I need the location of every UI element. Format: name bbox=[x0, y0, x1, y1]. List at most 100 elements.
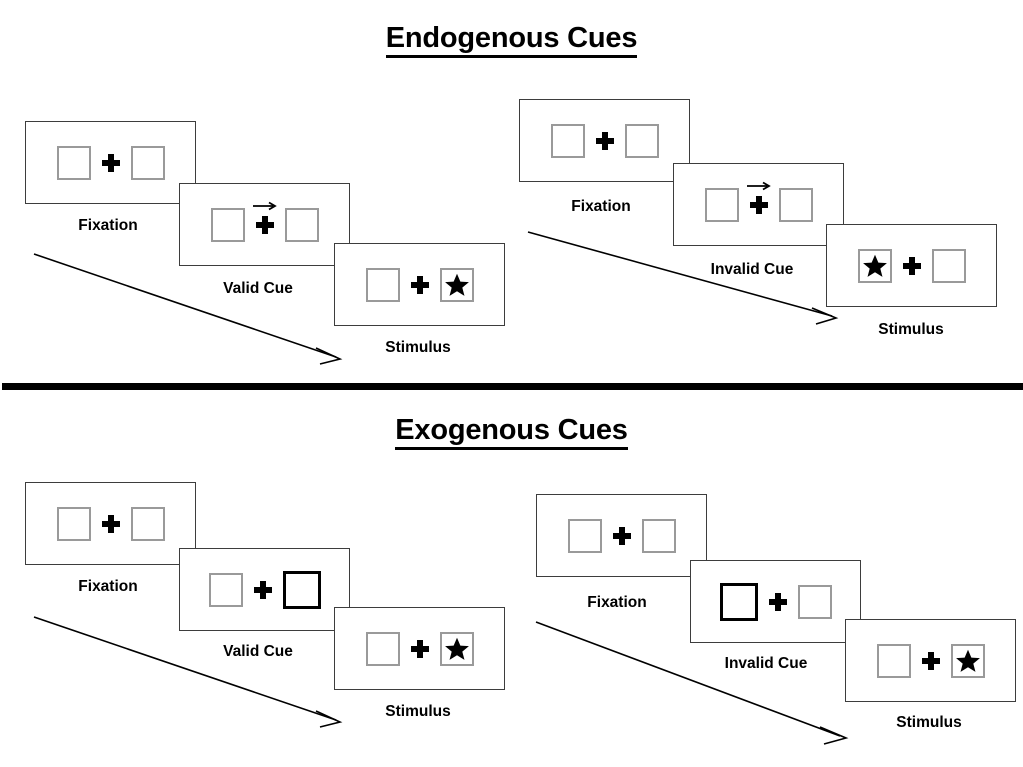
stimulus-row bbox=[719, 582, 832, 622]
stimulus-row bbox=[704, 181, 813, 225]
plus-icon bbox=[749, 195, 768, 214]
fixation-cross bbox=[243, 570, 283, 610]
right-placeholder-square bbox=[130, 145, 165, 180]
stimulus-row bbox=[208, 570, 321, 610]
panel-label-endo-invalid-fixation: Fixation bbox=[571, 198, 631, 215]
plus-icon bbox=[410, 275, 429, 294]
fixation-cross bbox=[911, 641, 951, 681]
plus-icon bbox=[410, 639, 429, 658]
plus-icon bbox=[902, 256, 921, 275]
panel-content bbox=[180, 184, 349, 265]
panel-label-exo-valid-fixation: Fixation bbox=[78, 578, 138, 595]
fixation-cross bbox=[91, 504, 131, 544]
panel-label-exo-invalid-stimulus: Stimulus bbox=[896, 714, 962, 731]
panel-content bbox=[846, 620, 1015, 701]
panel-exo-valid-stimulus[interactable] bbox=[334, 607, 505, 690]
stimulus-row bbox=[876, 641, 985, 681]
right-target-square bbox=[950, 643, 985, 678]
stimulus-row bbox=[365, 629, 474, 669]
section-title-endogenous: Endogenous Cues bbox=[0, 22, 1023, 58]
section-title-endogenous-text: Endogenous Cues bbox=[385, 22, 637, 58]
panel-label-endo-invalid-stimulus: Stimulus bbox=[878, 321, 944, 338]
stimulus-row bbox=[550, 121, 659, 161]
right-placeholder-square bbox=[130, 506, 165, 541]
left-placeholder-square bbox=[567, 518, 602, 553]
panel-label-endo-invalid-cue: Invalid Cue bbox=[710, 261, 794, 278]
panel-content bbox=[691, 561, 860, 642]
right-placeholder-square bbox=[284, 207, 319, 242]
fixation-cross bbox=[602, 516, 642, 556]
left-placeholder-square bbox=[876, 643, 911, 678]
stimulus-row bbox=[857, 246, 966, 286]
panel-endo-valid-cue[interactable] bbox=[179, 183, 350, 266]
left-placeholder-square bbox=[704, 187, 739, 222]
panel-label-exo-invalid-cue: Invalid Cue bbox=[724, 655, 808, 672]
stimulus-row bbox=[56, 143, 165, 183]
fixation-cross bbox=[245, 201, 285, 245]
panel-exo-invalid-fixation[interactable] bbox=[536, 494, 707, 577]
left-placeholder-square bbox=[210, 207, 245, 242]
panel-endo-invalid-stimulus[interactable] bbox=[826, 224, 997, 307]
section-divider bbox=[2, 383, 1023, 390]
fixation-cross bbox=[739, 181, 779, 225]
right-target-square bbox=[439, 267, 474, 302]
panel-content bbox=[180, 549, 349, 630]
stimulus-row bbox=[567, 516, 676, 556]
panel-content bbox=[26, 122, 195, 203]
panel-exo-valid-fixation[interactable] bbox=[25, 482, 196, 565]
panel-endo-valid-fixation[interactable] bbox=[25, 121, 196, 204]
panel-content bbox=[827, 225, 996, 306]
left-placeholder-square bbox=[208, 572, 243, 607]
right-cued-square bbox=[282, 570, 321, 609]
fixation-cross bbox=[758, 582, 798, 622]
cue-arrow-right-icon bbox=[252, 201, 277, 210]
star-icon bbox=[955, 649, 980, 672]
plus-icon bbox=[101, 153, 120, 172]
plus-icon bbox=[253, 580, 272, 599]
right-placeholder-square bbox=[797, 584, 832, 619]
left-placeholder-square bbox=[56, 145, 91, 180]
left-placeholder-square bbox=[56, 506, 91, 541]
left-target-square bbox=[857, 248, 892, 283]
right-placeholder-square bbox=[778, 187, 813, 222]
plus-icon bbox=[768, 592, 787, 611]
panel-endo-invalid-fixation[interactable] bbox=[519, 99, 690, 182]
stimulus-row bbox=[365, 265, 474, 305]
panel-content bbox=[335, 244, 504, 325]
stimulus-row bbox=[56, 504, 165, 544]
left-placeholder-square bbox=[365, 267, 400, 302]
panel-exo-valid-cue[interactable] bbox=[179, 548, 350, 631]
section-title-exogenous: Exogenous Cues bbox=[0, 414, 1023, 450]
fixation-cross bbox=[400, 629, 440, 669]
panel-exo-invalid-cue[interactable] bbox=[690, 560, 861, 643]
star-icon bbox=[444, 273, 469, 296]
plus-icon bbox=[255, 215, 274, 234]
panel-content bbox=[537, 495, 706, 576]
panel-content bbox=[26, 483, 195, 564]
fixation-cross bbox=[91, 143, 131, 183]
panel-content bbox=[335, 608, 504, 689]
plus-icon bbox=[595, 131, 614, 150]
right-placeholder-square bbox=[641, 518, 676, 553]
panel-label-endo-valid-stimulus: Stimulus bbox=[385, 339, 451, 356]
panel-label-exo-invalid-fixation: Fixation bbox=[587, 594, 647, 611]
right-placeholder-square bbox=[624, 123, 659, 158]
right-target-square bbox=[439, 631, 474, 666]
fixation-cross bbox=[585, 121, 625, 161]
left-placeholder-square bbox=[550, 123, 585, 158]
star-icon bbox=[862, 254, 887, 277]
panel-label-exo-valid-stimulus: Stimulus bbox=[385, 703, 451, 720]
panel-label-endo-valid-cue: Valid Cue bbox=[223, 280, 293, 297]
panel-exo-invalid-stimulus[interactable] bbox=[845, 619, 1016, 702]
panel-endo-valid-stimulus[interactable] bbox=[334, 243, 505, 326]
star-icon bbox=[444, 637, 469, 660]
left-placeholder-square bbox=[365, 631, 400, 666]
fixation-cross bbox=[892, 246, 932, 286]
plus-icon bbox=[612, 526, 631, 545]
plus-icon bbox=[921, 651, 940, 670]
right-placeholder-square bbox=[931, 248, 966, 283]
panel-content bbox=[520, 100, 689, 181]
plus-icon bbox=[101, 514, 120, 533]
panel-endo-invalid-cue[interactable] bbox=[673, 163, 844, 246]
